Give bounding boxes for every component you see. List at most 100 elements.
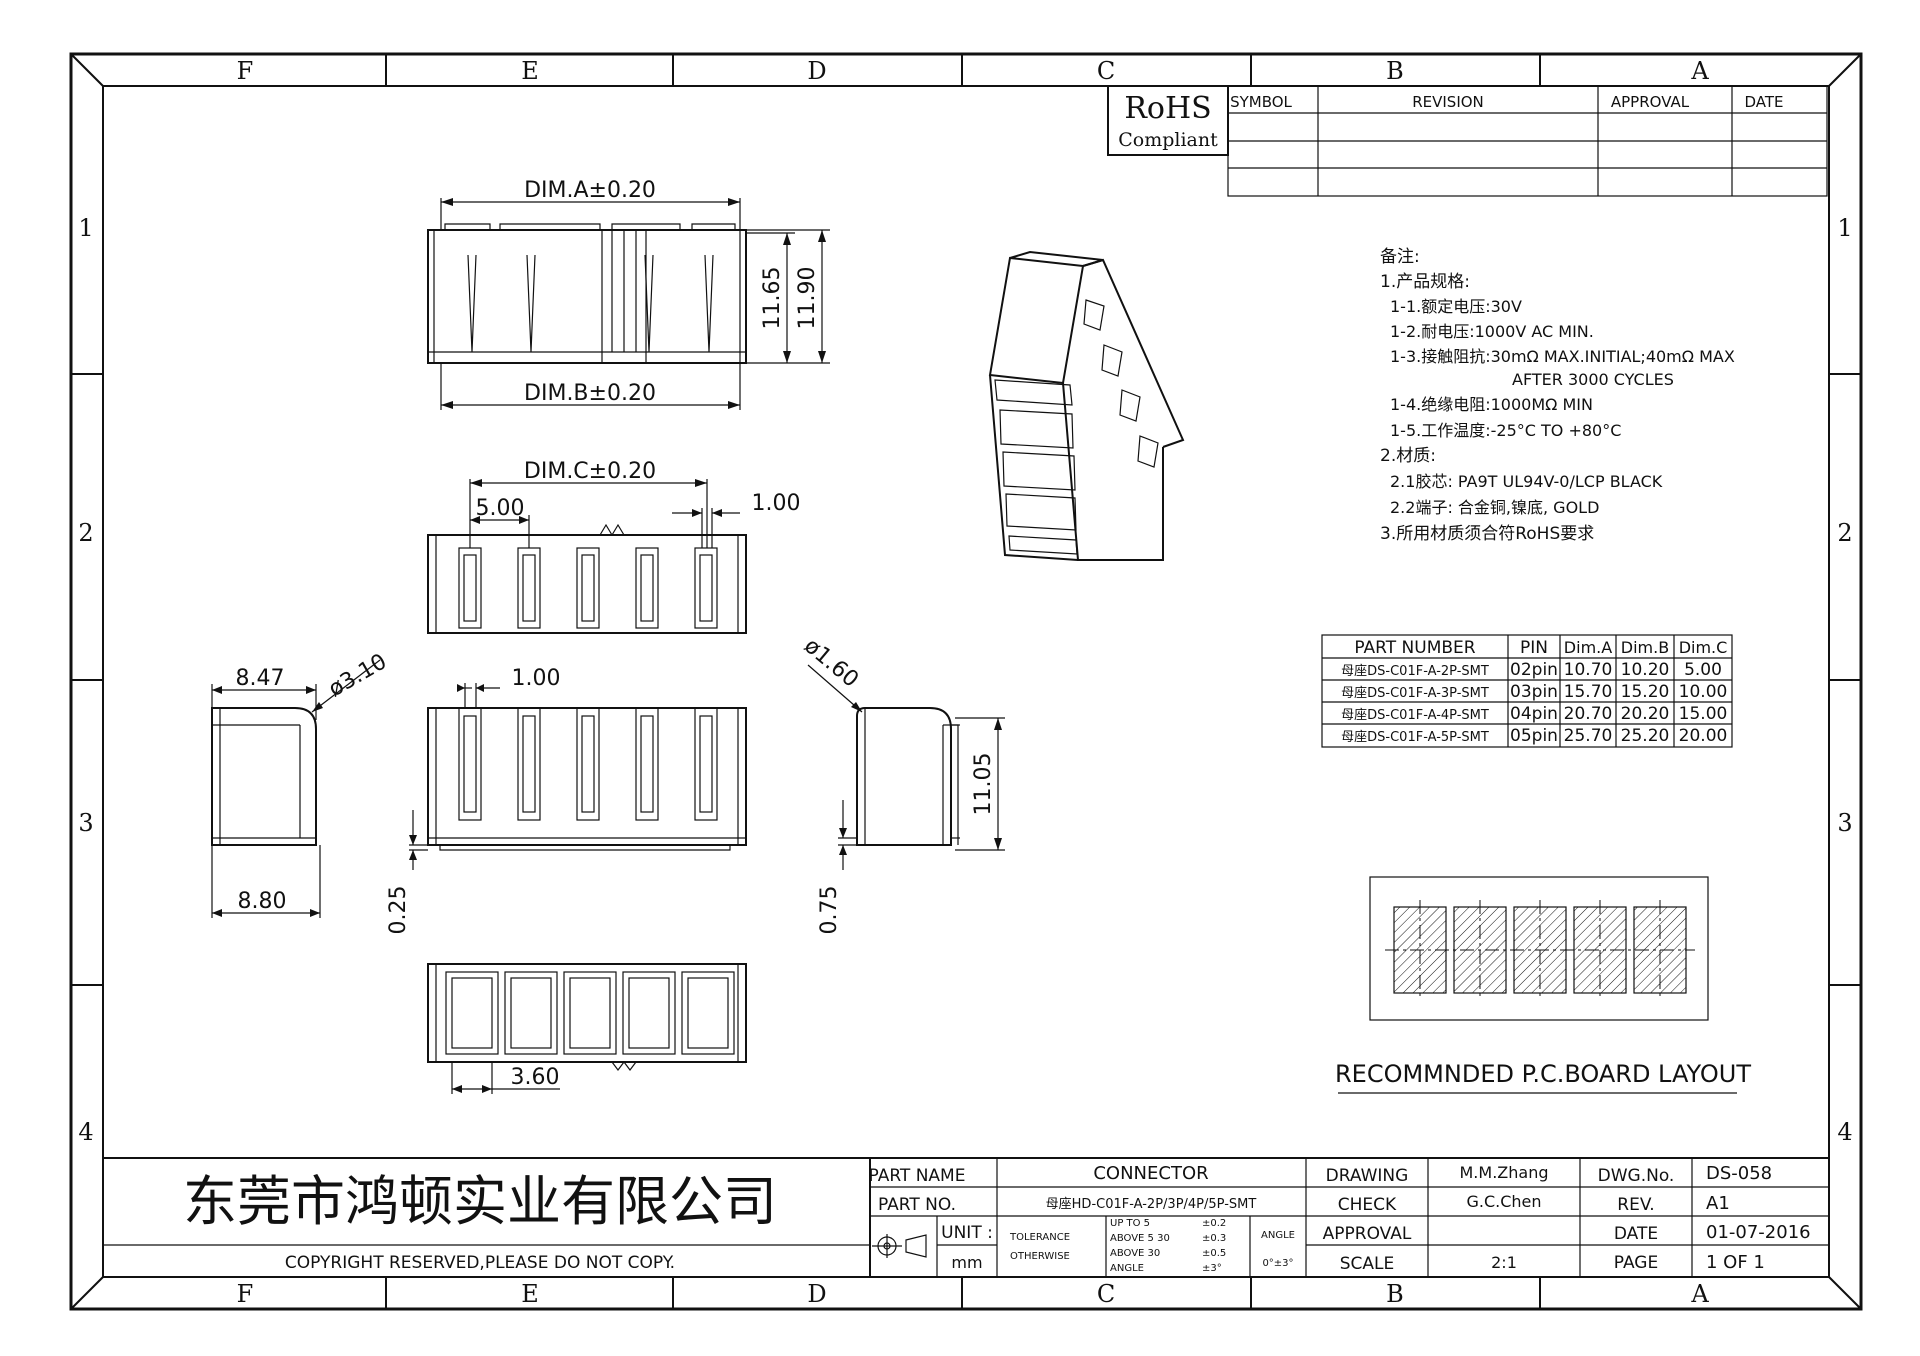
note-line: 备注: <box>1380 247 1420 267</box>
page-label: PAGE <box>1614 1253 1658 1273</box>
dim-a-label: DIM.A±0.20 <box>524 178 656 203</box>
table-cell: 10.00 <box>1679 682 1728 702</box>
dim-side-width-bottom-label: 8.80 <box>238 889 287 914</box>
table-cell: 25.20 <box>1621 726 1670 746</box>
iso-cavities <box>994 299 1159 555</box>
row-label: 2 <box>1837 519 1852 547</box>
date-label: DATE <box>1614 1224 1658 1244</box>
front-view: 1.00 0.25 <box>386 666 747 934</box>
tol-row: UP TO 5 <box>1110 1218 1150 1229</box>
otherwise-label: OTHERWISE <box>1010 1251 1070 1262</box>
scale-label: SCALE <box>1340 1254 1395 1274</box>
table-row: 母座DS-C01F-A-5P-SMT 05pin 25.70 25.20 20.… <box>1341 726 1727 746</box>
copyright-notice: COPYRIGHT RESERVED,PLEASE DO NOT COPY. <box>285 1253 675 1273</box>
table-cell: 母座DS-C01F-A-5P-SMT <box>1341 730 1489 745</box>
rohs-subtitle: Compliant <box>1118 129 1218 151</box>
tol-row: ABOVE 5 30 <box>1110 1233 1170 1244</box>
tolerance-label: TOLERANCE <box>1009 1232 1070 1243</box>
table-cell: 15.70 <box>1564 682 1613 702</box>
unit-value: mm <box>951 1253 982 1272</box>
note-line: 1-2.耐电压:1000V AC MIN. <box>1390 322 1594 341</box>
isometric-view <box>988 250 1185 561</box>
part-table-header-cell: PIN <box>1520 638 1548 658</box>
dim-offset-right-label: 0.75 <box>817 886 842 935</box>
tol-row: ±0.2 <box>1202 1218 1226 1229</box>
rev-header-symbol: SYMBOL <box>1230 93 1292 111</box>
approval-label: APPROVAL <box>1323 1224 1412 1244</box>
tol-row: ±3° <box>1202 1263 1222 1274</box>
table-cell: 03pin <box>1510 682 1558 702</box>
dim-pitch-label: 5.00 <box>476 496 525 521</box>
col-label: A <box>1690 57 1709 85</box>
note-line: 1-1.额定电压:30V <box>1390 297 1522 316</box>
col-label: D <box>807 1280 826 1308</box>
dim-pin-pitch-bottom-label: 3.60 <box>511 1065 560 1090</box>
table-cell: 15.20 <box>1621 682 1670 702</box>
projection-symbol-icon <box>872 1234 927 1258</box>
dwg-no-label: DWG.No. <box>1598 1166 1675 1186</box>
pcb-layout-label: RECOMMNDED P.C.BOARD LAYOUT <box>1335 1060 1751 1088</box>
table-cell: 母座DS-C01F-A-2P-SMT <box>1341 664 1489 679</box>
part-table-header: PART NUMBER PIN Dim.A Dim.B Dim.C <box>1354 638 1727 658</box>
row-label: 3 <box>78 809 93 837</box>
front-cavities <box>458 707 718 821</box>
rev-value: A1 <box>1706 1193 1730 1214</box>
dim-pin-width-front-label: 1.00 <box>512 666 561 691</box>
pin-view: DIM.C±0.20 5.00 1.00 <box>427 459 801 634</box>
table-cell: 15.00 <box>1679 704 1728 724</box>
row-labels-right: 1 2 3 4 <box>1837 214 1852 1146</box>
rev-header-approval: APPROVAL <box>1611 93 1690 111</box>
angle-label: ANGLE <box>1261 1230 1295 1241</box>
dim-h1-label: 11.65 <box>760 267 785 330</box>
angle-value: 0°±3° <box>1262 1258 1293 1269</box>
table-cell: 5.00 <box>1684 660 1722 680</box>
row-label: 1 <box>78 214 93 242</box>
tol-row: ANGLE <box>1110 1263 1144 1274</box>
rev-header-revision: REVISION <box>1412 93 1484 111</box>
drawing-by: M.M.Zhang <box>1460 1163 1549 1182</box>
column-labels-bottom: F E D C B A <box>237 1280 1710 1308</box>
rohs-title: RoHS <box>1124 91 1211 126</box>
rev-label: REV. <box>1617 1195 1654 1215</box>
row-label: 3 <box>1837 809 1852 837</box>
table-cell: 母座DS-C01F-A-3P-SMT <box>1341 686 1489 701</box>
part-number-table: PART NUMBER PIN Dim.A Dim.B Dim.C 母座DS-C… <box>1321 634 1733 748</box>
table-cell: 10.20 <box>1621 660 1670 680</box>
part-no-value: 母座HD-C01F-A-2P/3P/4P/5P-SMT <box>1046 1197 1257 1212</box>
tol-row: ABOVE 30 <box>1110 1248 1160 1259</box>
scale-value: 2:1 <box>1491 1253 1517 1272</box>
note-line: AFTER 3000 CYCLES <box>1512 370 1674 389</box>
table-row: 母座DS-C01F-A-2P-SMT 02pin 10.70 10.20 5.0… <box>1341 660 1722 680</box>
dim-side-width-top-label: 8.47 <box>236 666 285 691</box>
col-label: C <box>1097 57 1115 85</box>
part-no-label: PART NO. <box>878 1195 956 1215</box>
row-label: 4 <box>78 1118 93 1146</box>
part-table-header-cell: Dim.C <box>1679 638 1728 657</box>
dim-radius-right-label: ø1.60 <box>799 633 863 692</box>
dwg-no-value: DS-058 <box>1706 1163 1772 1184</box>
part-table-header-cell: Dim.A <box>1564 638 1612 657</box>
note-line: 2.1胶芯: PA9T UL94V-0/LCP BLACK <box>1390 472 1663 491</box>
row-labels-left: 1 2 3 4 <box>78 214 93 1146</box>
col-label: F <box>237 1280 254 1308</box>
column-labels-top: F E D C B A <box>237 57 1710 85</box>
page-value: 1 OF 1 <box>1706 1252 1765 1273</box>
revision-table: SYMBOL REVISION APPROVAL DATE <box>1227 85 1828 197</box>
col-label: B <box>1386 1280 1404 1308</box>
table-cell: 母座DS-C01F-A-4P-SMT <box>1341 708 1489 723</box>
notes: 备注: 1.产品规格: 1-1.额定电压:30V 1-2.耐电压:1000V A… <box>1380 247 1735 544</box>
drawing-label: DRAWING <box>1326 1166 1409 1186</box>
left-side-view: 8.47 ø3.10 8.80 <box>211 649 391 918</box>
note-line: 2.材质: <box>1380 446 1436 466</box>
col-label: F <box>237 57 254 85</box>
dim-c-label: DIM.C±0.20 <box>524 459 656 484</box>
col-label: D <box>807 57 826 85</box>
table-row: 母座DS-C01F-A-4P-SMT 04pin 20.70 20.20 15.… <box>1341 704 1727 724</box>
note-line: 1-5.工作温度:-25°C TO +80°C <box>1390 421 1621 440</box>
dim-pin-width-top-label: 1.00 <box>752 491 801 516</box>
pin-cavities <box>458 547 718 629</box>
right-side-view: ø1.60 11.05 0.75 <box>799 633 1005 934</box>
tol-row: ±0.5 <box>1202 1248 1226 1259</box>
note-line: 1-3.接触阻抗:30mΩ MAX.INITIAL;40mΩ MAX <box>1390 347 1735 366</box>
